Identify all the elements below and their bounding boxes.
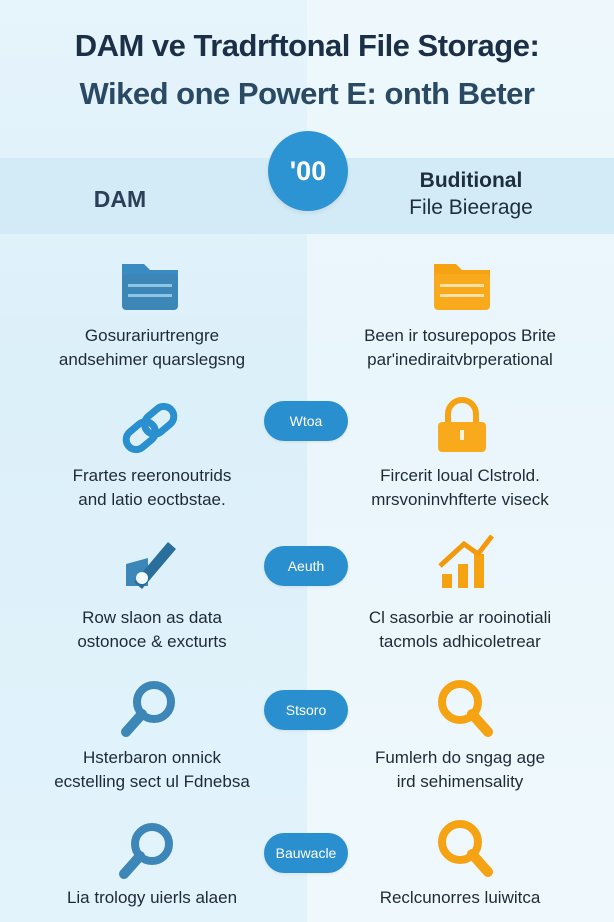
dam-row-3-line1: Row slaon as data	[82, 608, 222, 627]
page-subtitle: Wiked one Powert Ε: onth Beter	[79, 76, 535, 111]
edit-icon	[120, 534, 184, 598]
traditional-column-background	[307, 0, 614, 922]
dam-row-5-line1: Lia trology uierls alaen	[66, 888, 238, 907]
traditional-row-5-line1: Reclcunorres luiwitca	[379, 888, 541, 907]
search-icon	[118, 676, 182, 740]
row-3-badge: Aeuth	[264, 546, 348, 586]
dam-row-2-text: Frartes reeronoutrids and latio eoctbsta…	[12, 464, 292, 512]
traditional-row-2-line1: Fircerit loual Clstrold.	[380, 466, 540, 485]
dam-column-background	[0, 0, 307, 922]
dam-row-1-line2: andsehimer quarslegsng	[58, 350, 246, 369]
dam-row-2-line1: Frartes reeronoutrids	[72, 466, 232, 485]
dam-row-3-text: Row slaon as data ostonoce & excturts	[12, 606, 292, 654]
row-5-badge: Bauwacle	[264, 833, 348, 873]
versus-badge: '00	[268, 131, 348, 211]
traditional-row-1-line1: Been ir tosurepopos Brite	[364, 326, 556, 345]
dam-row-3-line2: ostonoce & excturts	[77, 632, 227, 651]
dam-row-4-line1: Hsterbaron onnick	[83, 748, 221, 767]
lock-icon	[430, 396, 494, 460]
dam-row-2-line2: and latio eoctbstae.	[78, 490, 226, 509]
search-icon	[116, 818, 180, 882]
traditional-header-line1: Buditional	[419, 169, 523, 192]
search-icon	[432, 816, 496, 880]
traditional-row-4-line2: ird sehimensality	[396, 772, 524, 791]
traditional-row-1-line2: par'inediraitvbrperational	[367, 350, 553, 369]
dam-row-1-line1: Gosurariurtrengre	[84, 326, 220, 345]
folder-icon	[118, 254, 182, 318]
dam-column-header: DAM	[93, 186, 147, 212]
traditional-column-header: Buditional File Bieerage	[376, 167, 566, 221]
traditional-header-line2: File Bieerage	[409, 196, 533, 219]
row-2-badge: Wtoa	[264, 401, 348, 441]
search-icon	[432, 676, 496, 740]
traditional-row-1-text: Been ir tosurepopos Brite par'inediraitv…	[320, 324, 600, 372]
traditional-row-2-text: Fircerit loual Clstrold. mrsvoninvhftert…	[320, 464, 600, 512]
traditional-row-3-text: Cl sasorbie ar rooinotiali tacmols adhic…	[320, 606, 600, 654]
traditional-row-4-line1: Fumlerh do sngag age	[374, 748, 546, 767]
dam-row-5-text: Lia trology uierls alaen	[12, 886, 292, 910]
dam-row-4-line2: ecstelling sect ul Fdnebsa	[54, 772, 250, 791]
traditional-row-3-line1: Cl sasorbie ar rooinotiali	[368, 608, 552, 627]
row-4-badge: Stsoro	[264, 690, 348, 730]
traditional-row-5-text: Reclcunorres luiwitca	[320, 886, 600, 910]
folder-icon	[430, 254, 494, 318]
dam-row-1-text: Gosurariurtrengre andsehimer quarslegsng	[12, 324, 292, 372]
traditional-row-2-line2: mrsvoninvhfterte viseck	[371, 490, 549, 509]
dam-row-4-text: Hsterbaron onnick ecstelling sect ul Fdn…	[12, 746, 292, 794]
traditional-row-4-text: Fumlerh do sngag age ird sehimensality	[320, 746, 600, 794]
page-title: DAM ve Tradrftonal File Storage:	[74, 28, 540, 63]
link-icon	[118, 396, 182, 460]
chart-icon	[434, 530, 498, 594]
traditional-row-3-line2: tacmols adhicoletrear	[379, 632, 541, 651]
